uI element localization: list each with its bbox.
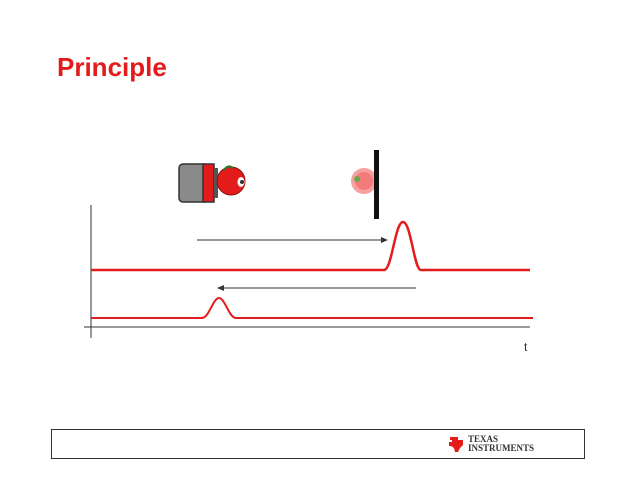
outgoing-arrow [197, 237, 388, 243]
logo-wordmark: Texas Instruments [468, 435, 534, 453]
texas-instruments-logo: Texas Instruments [448, 435, 534, 453]
slide-title: Principle [57, 52, 167, 82]
transmit-signal-trace [91, 220, 530, 272]
time-axis-label: t [524, 340, 528, 354]
echo-signal-trace [91, 296, 533, 319]
logo-line2: Instruments [468, 443, 535, 453]
ball-icon [216, 165, 246, 196]
ultrasonic-sensor-icon [178, 163, 218, 203]
reflected-ball-icon [351, 168, 377, 194]
return-arrow [217, 285, 416, 291]
footer-bar [51, 429, 585, 459]
reflector-wall-icon [374, 150, 379, 219]
ti-state-icon [449, 436, 463, 452]
logo-line1: Texas [468, 434, 499, 444]
